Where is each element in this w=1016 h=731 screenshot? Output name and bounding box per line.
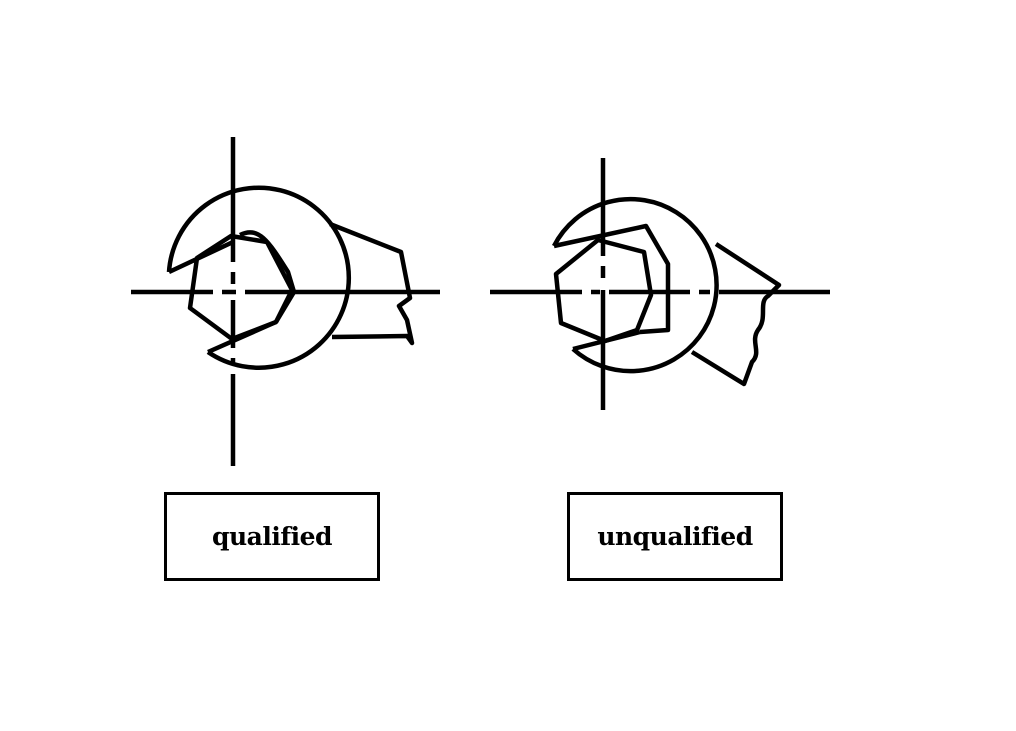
unqualified-hex-nut (553, 237, 654, 344)
unqualified-label: unqualified (597, 522, 753, 551)
unqualified-label-box: unqualified (567, 492, 783, 581)
qualified-jaw-contact (238, 230, 297, 324)
qualified-wrench-figure (131, 137, 440, 466)
qualified-wrench-jaw (168, 239, 277, 355)
qualified-label: qualified (212, 522, 333, 551)
unqualified-wrench-head (551, 196, 719, 374)
unqualified-wrench-handle (690, 242, 782, 387)
qualified-label-box: qualified (164, 492, 380, 581)
qualified-wrench-head (166, 185, 352, 370)
qualified-wrench-handle (329, 221, 415, 346)
unqualified-wrench-figure (490, 158, 830, 410)
